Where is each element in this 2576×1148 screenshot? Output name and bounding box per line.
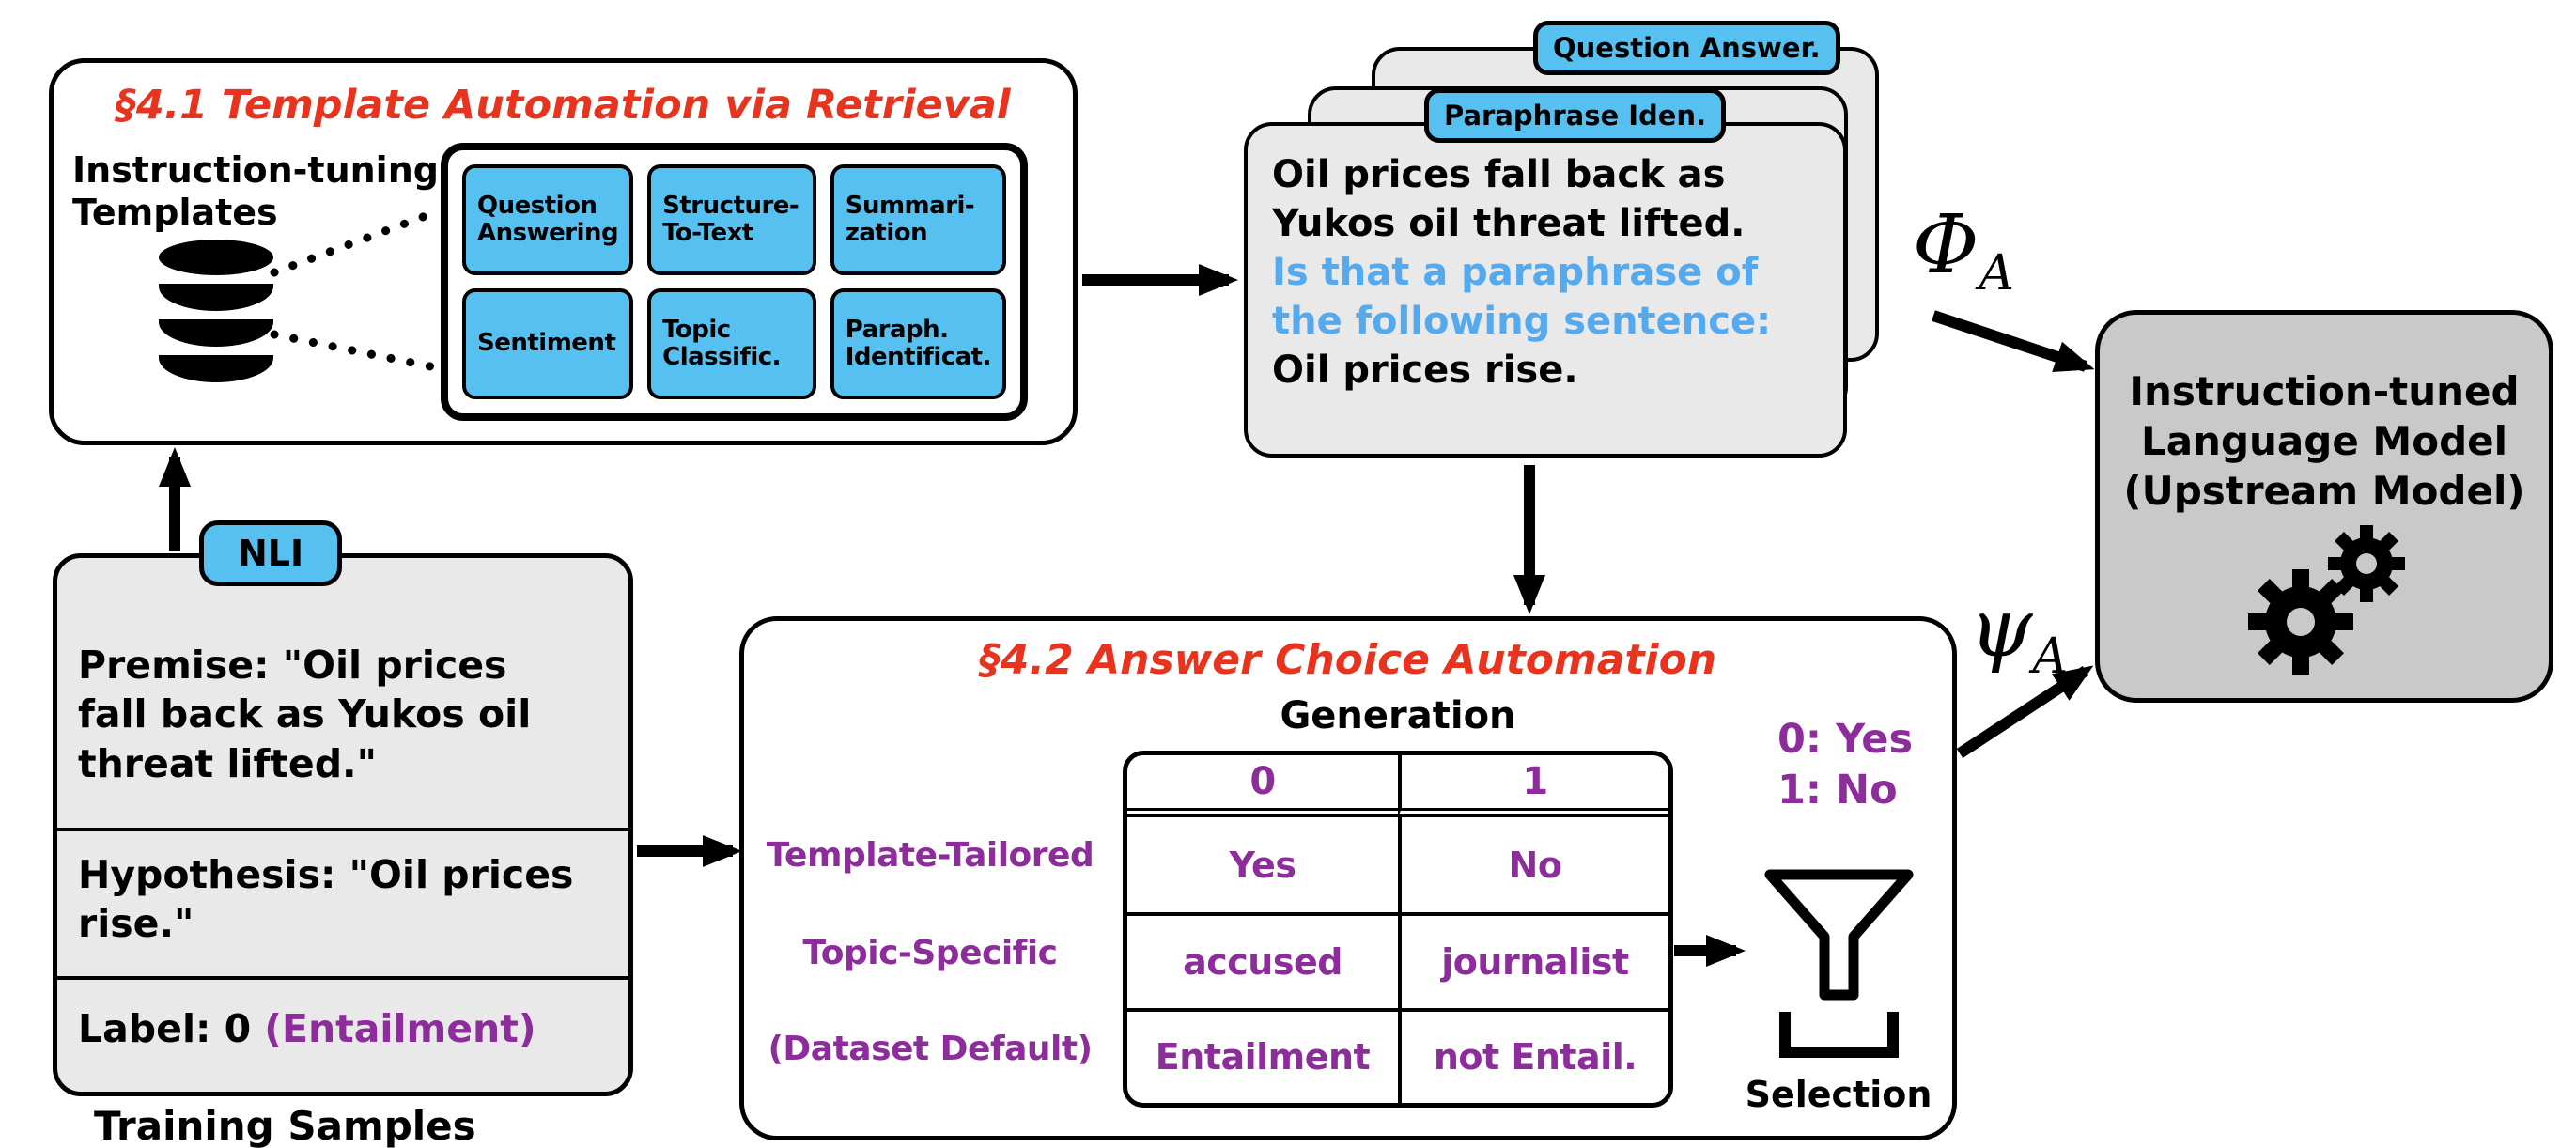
generation-col-1-header: 1 bbox=[1398, 755, 1668, 817]
gears-icon bbox=[2248, 525, 2405, 675]
cell-template-tailored-0: Yes bbox=[1229, 844, 1296, 886]
instruction-tuning-templates-label: Instruction-tuning Templates bbox=[72, 149, 439, 233]
template-box-topic-classification: Topic Classific. bbox=[647, 288, 816, 399]
label-prefix: Label: 0 bbox=[78, 1006, 252, 1051]
big-gear bbox=[2248, 569, 2353, 675]
section-41-title: §4.1 Template Automation via Retrieval bbox=[116, 82, 1011, 129]
generation-col-0-header: 0 bbox=[1127, 755, 1398, 817]
cell-dataset-default-1: not Entail. bbox=[1398, 1007, 1668, 1103]
tab-question-answering: Question Answer. bbox=[1533, 21, 1840, 75]
generation-table: 0 1 Yes No accused journalist Entailment… bbox=[1123, 751, 1673, 1108]
prompt-template-text: Is that a paraphrase of the following se… bbox=[1272, 251, 1772, 343]
label-row: Label: 0 (Entailment) bbox=[57, 976, 628, 1072]
section-42-box: §4.2 Answer Choice Automation Generation… bbox=[739, 616, 1957, 1140]
database-icon bbox=[159, 240, 273, 382]
cell-topic-specific-1: journalist bbox=[1398, 912, 1668, 1008]
cell-template-tailored-1: No bbox=[1398, 817, 1668, 913]
training-samples-caption: Training Samples bbox=[94, 1103, 476, 1148]
prompt-card-front: Oil prices fall back as Yukos oil threat… bbox=[1244, 122, 1847, 458]
row-label-topic-specific: Topic-Specific bbox=[802, 934, 1058, 972]
tab-nli: NLI bbox=[199, 520, 343, 586]
label-entailment: (Entailment) bbox=[264, 1006, 536, 1051]
arrow-phi-to-model bbox=[1932, 310, 2095, 373]
phi-a-symbol: ΦA bbox=[1913, 198, 2015, 303]
template-box-summarization: Summari- zation bbox=[830, 164, 1006, 275]
answer-mapping-legend: 0: Yes 1: No bbox=[1777, 716, 1914, 814]
template-box-paraphrase-identification: Paraph. Identificat. bbox=[830, 288, 1006, 399]
tab-paraphrase-identification: Paraphrase Iden. bbox=[1424, 88, 1727, 143]
row-label-dataset-default: (Dataset Default) bbox=[768, 1030, 1093, 1068]
prompt-sentence-2: Oil prices rise. bbox=[1272, 349, 1578, 392]
section-41-box: §4.1 Template Automation via Retrieval I… bbox=[49, 58, 1078, 445]
premise-text: Premise: "Oil prices fall back as Yukos … bbox=[78, 643, 532, 786]
upstream-model-label: Instruction-tuned Language Model (Upstre… bbox=[2123, 368, 2525, 514]
cell-topic-specific-0: accused bbox=[1127, 912, 1398, 1007]
template-box-sentiment: Sentiment bbox=[462, 288, 634, 399]
prompt-sentence-1: Oil prices fall back as Yukos oil threat… bbox=[1272, 153, 1746, 245]
template-box-structure-to-text: Structure- To-Text bbox=[647, 164, 816, 275]
template-box-question-answering: Question Answering bbox=[462, 164, 634, 275]
cell-dataset-default-0: Entailment bbox=[1127, 1007, 1398, 1103]
upstream-model-box: Instruction-tuned Language Model (Upstre… bbox=[2095, 310, 2553, 703]
psi-a-symbol: ψA bbox=[1969, 582, 2069, 686]
nli-sample-box: Premise: "Oil prices fall back as Yukos … bbox=[53, 553, 633, 1096]
selection-label: Selection bbox=[1745, 1074, 1932, 1115]
funnel-icon bbox=[1764, 869, 1914, 1058]
row-label-template-tailored: Template-Tailored bbox=[766, 836, 1094, 875]
templates-grid: Question Answering Structure- To-Text Su… bbox=[441, 143, 1028, 421]
section-42-title: §4.2 Answer Choice Automation bbox=[979, 636, 1717, 684]
generation-label: Generation bbox=[1280, 694, 1516, 737]
hypothesis-text: Hypothesis: "Oil prices rise." bbox=[57, 828, 628, 976]
